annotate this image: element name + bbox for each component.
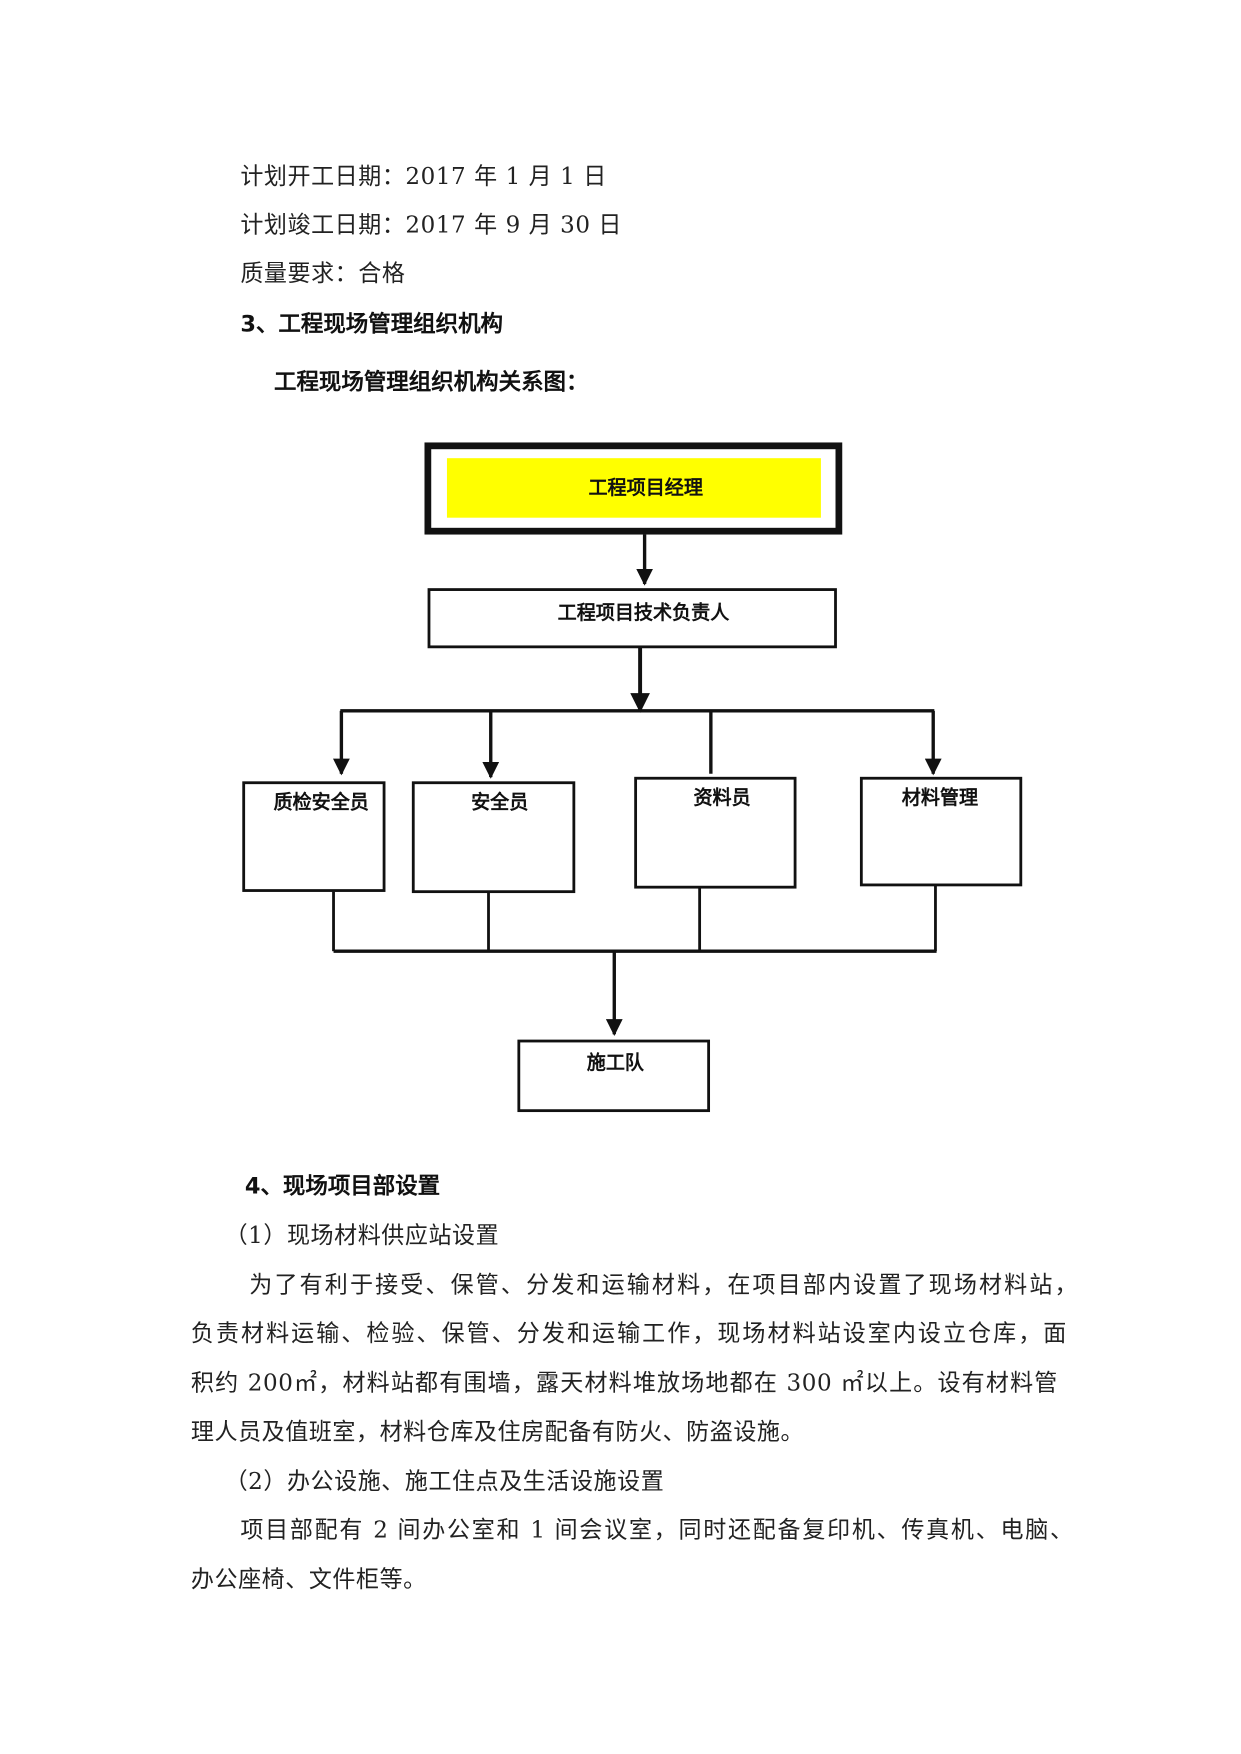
org-chart-title: 工程现场管理组织机构关系图： bbox=[274, 368, 589, 396]
paragraph-1-line-3: 积约 200㎡，材料站都有围墙，露天材料堆放场地都在 300 ㎡以上。设有材料管 bbox=[190, 1368, 1058, 1396]
crew-label: 施工队 bbox=[587, 1051, 645, 1074]
paragraph-2-line-1: 项目部配有 2 间办公室和 1 间会议室，同时还配备复印机、传真机、电脑、 bbox=[240, 1516, 1074, 1544]
crew-node: 施工队 bbox=[517, 1039, 711, 1113]
role-node-quality-safety: 质检安全员 bbox=[242, 781, 386, 892]
role-box-materials bbox=[859, 776, 1023, 887]
paragraph-1-line-4: 理人员及值班室，材料仓库及住房配备有防火、防盗设施。 bbox=[190, 1418, 805, 1446]
role-label-quality-safety: 质检安全员 bbox=[273, 791, 368, 814]
role-label-materials: 材料管理 bbox=[902, 786, 978, 809]
project-manager-highlight bbox=[446, 458, 821, 518]
crew-box bbox=[517, 1039, 711, 1113]
technical-lead-label: 工程项目技术负责人 bbox=[558, 601, 731, 624]
technical-lead-node: 工程项目技术负责人 bbox=[427, 588, 837, 649]
technical-lead-box bbox=[427, 588, 837, 649]
role-node-documents: 资料员 bbox=[634, 776, 797, 889]
role-box-documents bbox=[634, 776, 797, 889]
role-label-safety: 安全员 bbox=[471, 791, 528, 814]
project-manager-label: 工程项目经理 bbox=[588, 476, 702, 499]
planned-finish-date: 计划竣工日期：2017 年 9 月 30 日 bbox=[240, 211, 623, 239]
paragraph-1-line-1: 为了有利于接受、保管、分发和运输材料，在项目部内设置了现场材料站， bbox=[249, 1271, 1079, 1299]
subsection-1-heading: （1）现场材料供应站设置 bbox=[224, 1221, 500, 1249]
section-3-heading: 3、工程现场管理组织机构 bbox=[240, 309, 504, 337]
paragraph-1-line-2: 负责材料运输、检验、保管、分发和运输工作，现场材料站设室内设立仓库，面 bbox=[190, 1319, 1067, 1347]
role-box-safety bbox=[411, 781, 576, 894]
role-node-safety: 安全员 bbox=[411, 781, 576, 894]
planned-start-date: 计划开工日期：2017 年 1 月 1 日 bbox=[240, 162, 607, 190]
project-manager-node: 工程项目经理 bbox=[424, 442, 843, 535]
role-label-documents: 资料员 bbox=[693, 786, 750, 809]
role-node-materials: 材料管理 bbox=[859, 776, 1023, 887]
subsection-2-heading: （2）办公设施、施工住点及生活设施设置 bbox=[224, 1467, 665, 1495]
org-chart: 工程项目经理 工程项目技术负责人 质检安全员 安全员 资料员 材料管理 bbox=[242, 442, 1023, 1113]
paragraph-2-line-2: 办公座椅、文件柜等。 bbox=[190, 1565, 427, 1593]
quality-requirement: 质量要求：合格 bbox=[240, 259, 406, 287]
role-box-quality-safety bbox=[242, 781, 386, 892]
section-4-heading: 4、现场项目部设置 bbox=[244, 1172, 441, 1200]
